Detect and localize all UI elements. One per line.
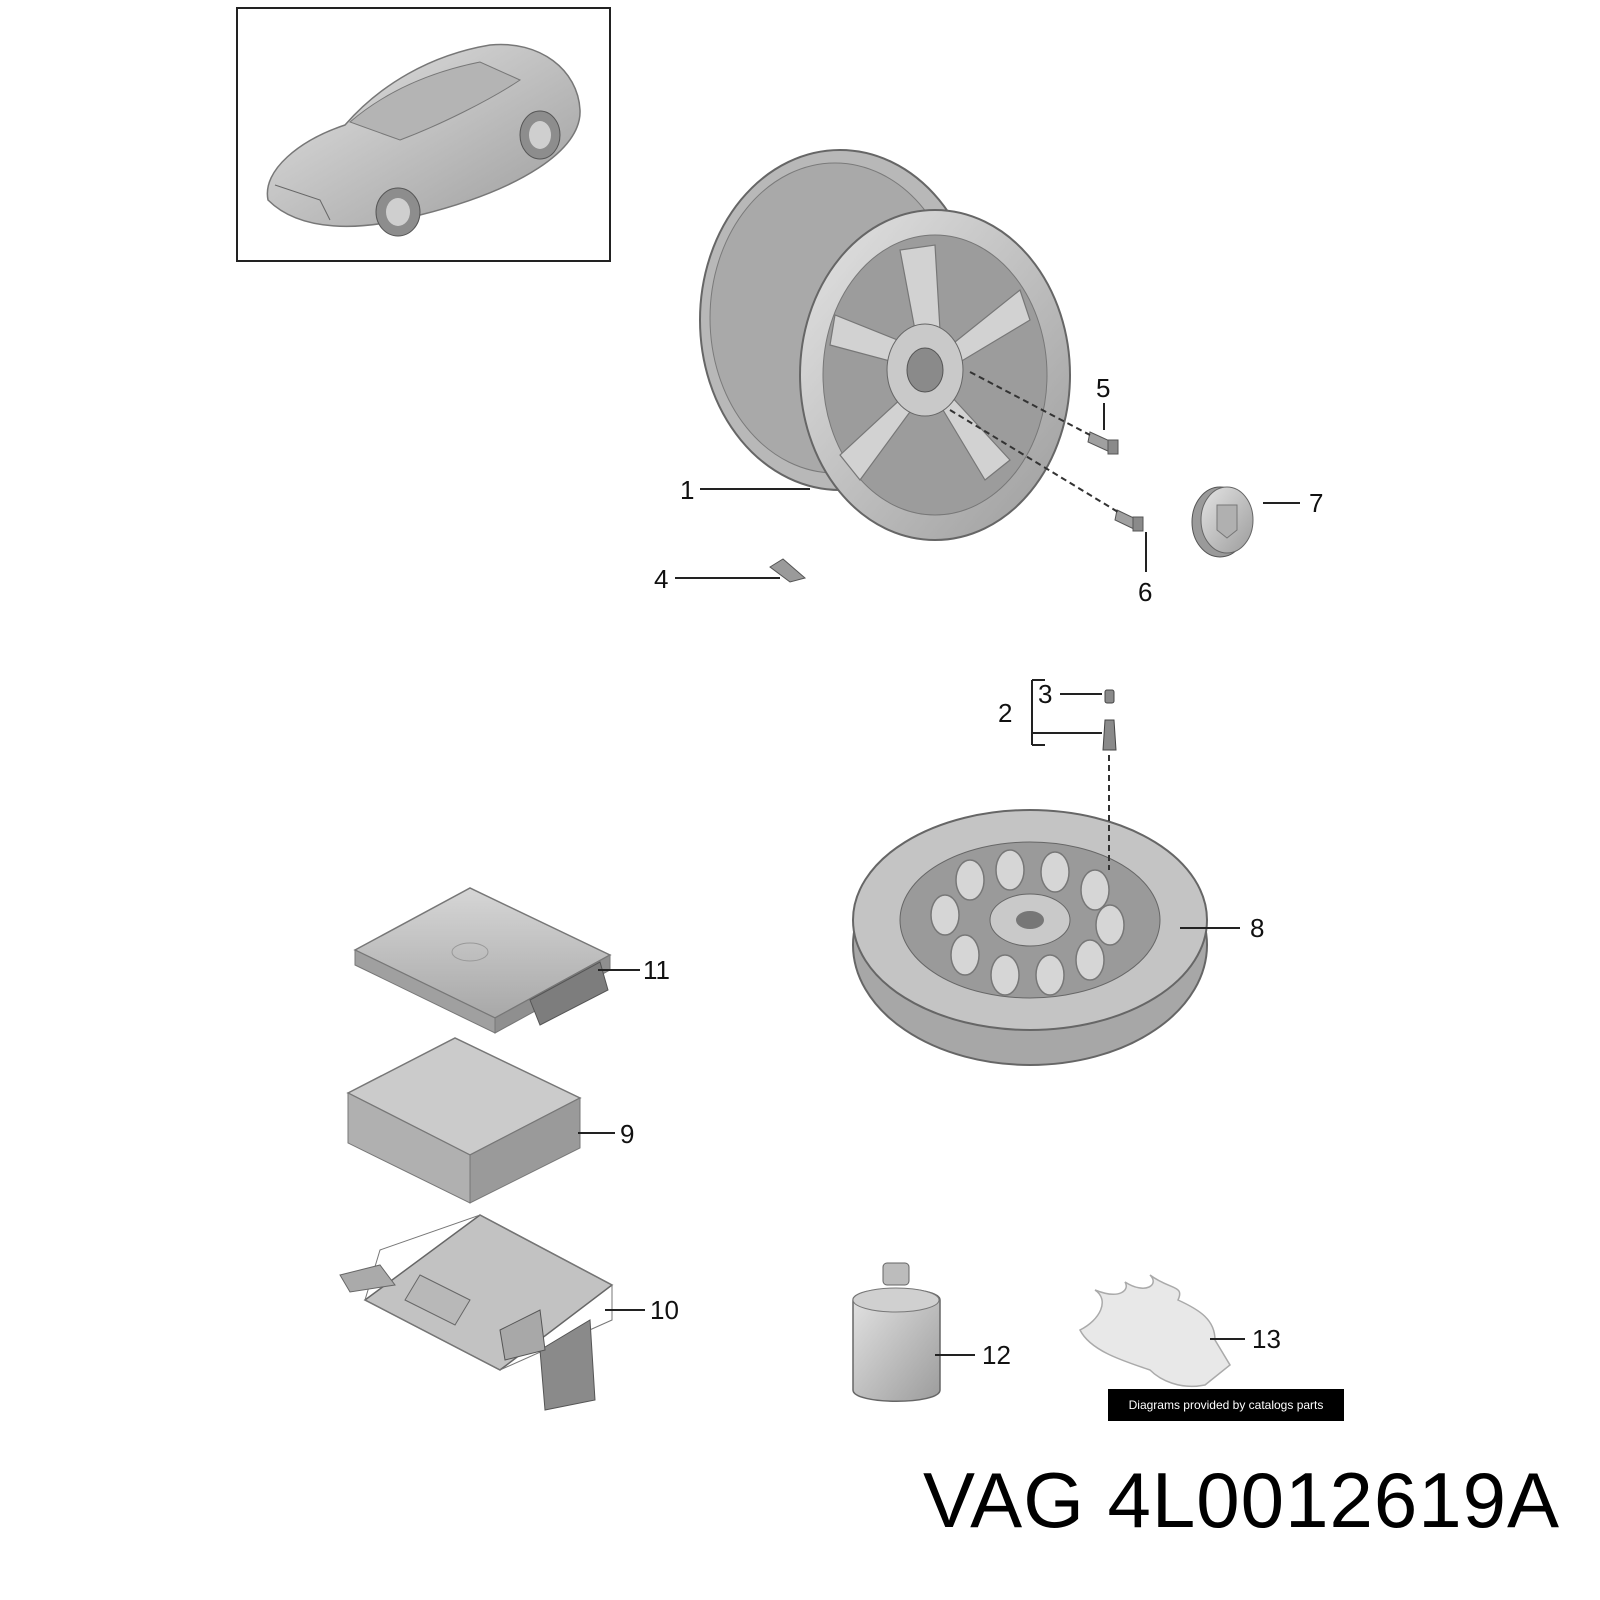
callout-3: 3 xyxy=(1038,679,1052,709)
bolt-axis-line-5 xyxy=(969,371,1091,436)
holder-tray-part-10 xyxy=(339,1214,614,1411)
part-title: VAG 4L0012619A xyxy=(923,1455,1560,1546)
alloy-wheel-part-1 xyxy=(699,149,1071,541)
wheel-bolt-part-5 xyxy=(1087,431,1119,455)
callout-1: 1 xyxy=(680,475,694,505)
callout-7: 7 xyxy=(1309,488,1323,518)
car-icon xyxy=(266,43,581,237)
callout-9: 9 xyxy=(620,1119,634,1149)
car-thumbnail xyxy=(236,7,611,262)
callout-2: 2 xyxy=(998,698,1012,728)
callout-10: 10 xyxy=(650,1295,679,1325)
callout-12: 12 xyxy=(982,1340,1011,1370)
glove-part-13 xyxy=(1078,1274,1231,1387)
callout-4: 4 xyxy=(654,564,668,594)
callout-8: 8 xyxy=(1250,913,1264,943)
sealant-bottle-part-12 xyxy=(852,1262,941,1402)
wheel-bolt-part-6 xyxy=(1114,509,1144,532)
balance-weight-part-4 xyxy=(769,558,807,583)
compressor-box-part-9 xyxy=(346,1037,582,1204)
center-cap-part-7 xyxy=(1191,486,1254,558)
tool-cover-part-11 xyxy=(353,887,612,1034)
diagram-credit-banner: Diagrams provided by catalogs parts xyxy=(1108,1389,1344,1421)
brand-name: VAG xyxy=(922,1456,1085,1544)
callout-13: 13 xyxy=(1252,1324,1281,1354)
callout-6: 6 xyxy=(1138,577,1152,607)
bolt-axis-line-6 xyxy=(949,409,1119,513)
spare-wheel-part-8 xyxy=(852,809,1208,1066)
part-number: 4L0012619A xyxy=(1107,1456,1560,1544)
callout-11: 11 xyxy=(643,955,670,985)
tire-valve-part-2-3 xyxy=(1102,689,1117,751)
callout-5: 5 xyxy=(1096,373,1110,403)
